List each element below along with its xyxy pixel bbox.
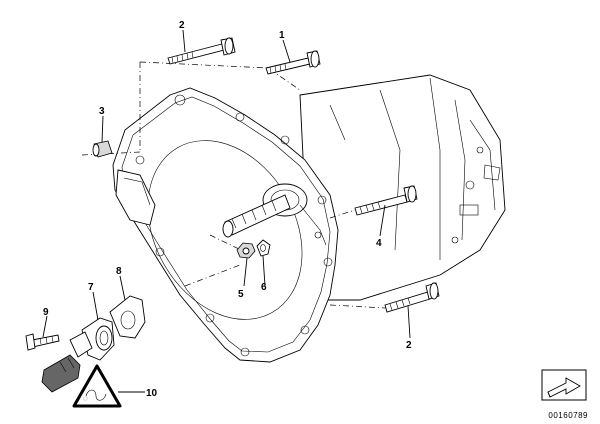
sensor-bolt	[25, 333, 60, 351]
callout-4: 4	[376, 238, 382, 249]
nut	[236, 242, 256, 259]
svg-text:◌: ◌	[83, 394, 88, 403]
callout-9: 9	[43, 307, 49, 318]
gasket	[109, 295, 146, 339]
callout-2-top: 2	[179, 20, 185, 31]
leader-lines	[42, 29, 411, 393]
callout-labels: 2 1 3 4 5 6 7 8 9 10 2	[43, 20, 412, 399]
callout-1: 1	[279, 30, 285, 41]
callout-5: 5	[238, 289, 244, 300]
callout-10: 10	[146, 388, 158, 399]
callout-3: 3	[99, 106, 105, 117]
transmission-housing	[112, 74, 506, 363]
washer	[256, 239, 271, 257]
bolt-top-left	[167, 37, 236, 65]
sensor	[41, 317, 115, 393]
bolt-bottom-right	[384, 282, 440, 313]
dowel-sleeve	[92, 140, 113, 158]
stud-right	[354, 185, 418, 216]
diagram-code: 00160789	[548, 411, 588, 420]
callout-7: 7	[88, 282, 94, 293]
warning-triangle-icon: ◌	[72, 364, 122, 408]
arrow-box-icon	[541, 369, 587, 401]
callout-6-washer: 6	[261, 282, 267, 293]
callout-8-gasket: 8	[116, 266, 122, 277]
callout-2-bottom: 2	[406, 340, 412, 351]
bolt-top-right	[265, 50, 321, 75]
